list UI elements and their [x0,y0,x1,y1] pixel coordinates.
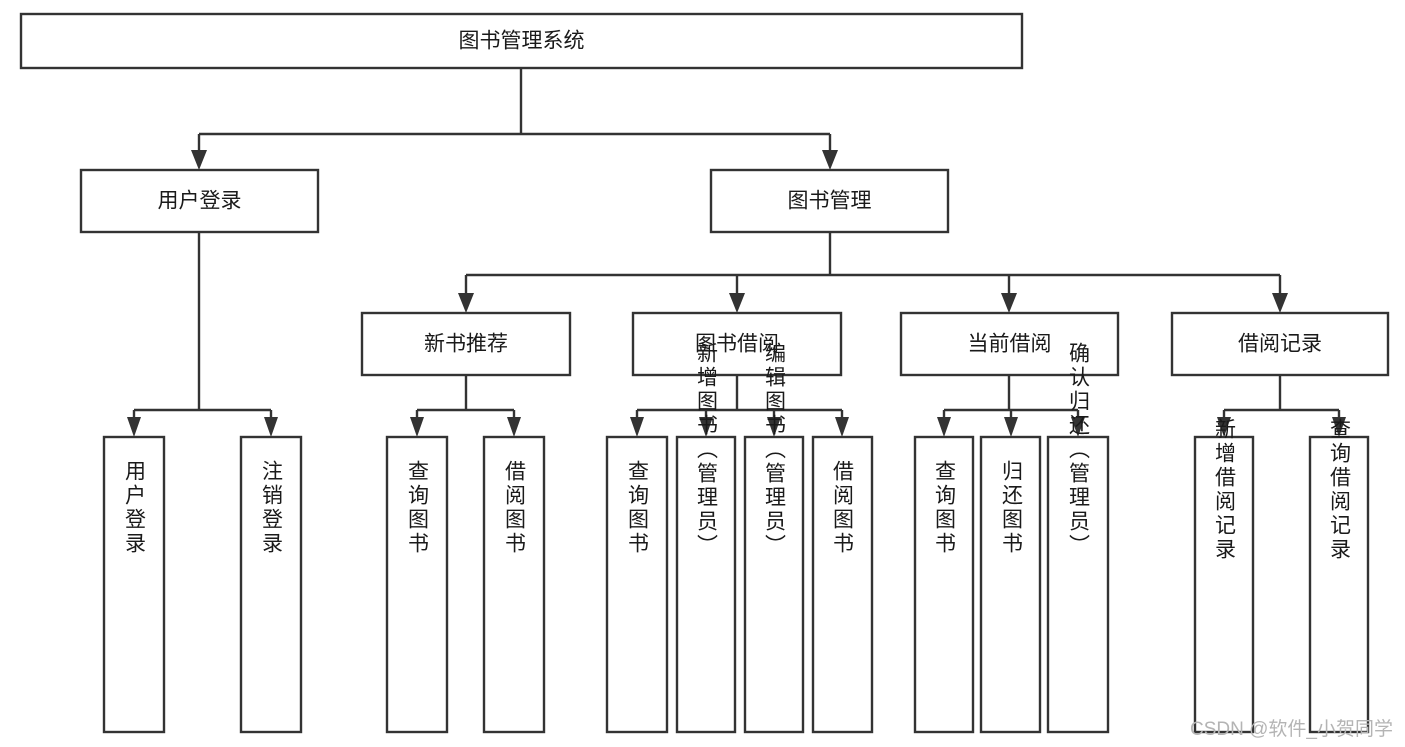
node-leaf-query-record-label: 查询借阅记录 [1328,418,1352,562]
node-leaf-return-book-label: 归还图书 [1000,460,1024,556]
node-new-book-rec-label: 新书推荐 [424,333,508,356]
node-leaf-query-book-2-rect[interactable] [605,435,669,734]
arrow-head-leaf-query-book-3 [937,417,951,437]
edge-group-new-book-rec [410,375,521,437]
node-new-book-rec[interactable]: 新书推荐 [360,311,572,377]
node-leaf-confirm-return-label: 确认归还（管理员） [1067,342,1091,558]
arrow-head-leaf-return-book [1004,417,1018,437]
node-leaf-logout-label: 注销登录 [260,460,284,556]
node-leaf-borrow-book-1-rect[interactable] [482,435,546,734]
node-leaf-borrow-book-1[interactable]: 借阅图书 [482,435,546,734]
arrow-head-leaf-add-record [1217,417,1231,437]
node-user-login-label: 用户登录 [158,190,242,213]
node-leaf-add-record-label: 新增借阅记录 [1213,418,1237,562]
node-book-manage-rect[interactable] [709,168,950,234]
arrow-head-leaf-confirm-return [1071,417,1085,437]
node-leaf-borrow-book-1-label: 借阅图书 [503,460,527,556]
node-leaf-query-book-3[interactable]: 查询图书 [913,435,975,734]
node-leaf-logout[interactable]: 注销登录 [239,435,303,734]
node-leaf-query-book-1[interactable]: 查询图书 [385,435,449,734]
node-leaf-logout-rect[interactable] [239,435,303,734]
edge-group-user-login [127,232,278,437]
arrow-head-book-borrow [729,293,745,313]
arrow-head-leaf-add-book [699,417,713,437]
node-leaf-return-book[interactable]: 归还图书 [979,435,1042,734]
arrow-head-leaf-borrow-book-2 [835,417,849,437]
node-book-borrow-rect[interactable] [631,311,843,377]
node-leaf-add-book-label: 新增图书（管理员） [695,342,719,558]
node-leaf-query-book-3-rect[interactable] [913,435,975,734]
node-leaf-borrow-book-2-label: 借阅图书 [831,460,855,556]
node-leaf-borrow-book-2[interactable]: 借阅图书 [811,435,874,734]
node-leaf-add-record[interactable]: 新增借阅记录 [1193,418,1255,734]
arrow-head-leaf-edit-book [767,417,781,437]
edge-group-book-manage [458,232,1288,313]
node-leaf-query-book-3-label: 查询图书 [933,460,957,556]
arrow-head-leaf-query-record [1332,417,1346,437]
edge-group-book-borrow [630,375,849,437]
node-leaf-return-book-rect[interactable] [979,435,1042,734]
node-leaf-query-book-1-rect[interactable] [385,435,449,734]
arrow-head-book-manage [822,150,838,170]
node-book-borrow[interactable]: 图书借阅 [631,311,843,377]
node-root-label: 图书管理系统 [459,30,585,53]
node-leaf-add-book-rect[interactable] [675,435,737,734]
node-current-borrow-rect[interactable] [899,311,1120,377]
node-book-borrow-label: 图书借阅 [695,333,779,356]
node-user-login[interactable]: 用户登录 [79,168,320,234]
edge-group-root [191,68,838,170]
arrow-head-new-book-rec [458,293,474,313]
node-borrow-record-rect[interactable] [1170,311,1390,377]
node-leaf-query-book-1-label: 查询图书 [406,460,430,556]
node-leaf-edit-book[interactable]: 编辑图书（管理员） [743,342,805,734]
node-leaf-add-book[interactable]: 新增图书（管理员） [675,342,737,734]
edge-group-borrow-record [1217,375,1346,437]
node-root-rect[interactable] [19,12,1024,70]
node-leaf-borrow-book-2-rect[interactable] [811,435,874,734]
node-leaf-edit-book-rect[interactable] [743,435,805,734]
node-leaf-query-book-2-label: 查询图书 [626,460,650,556]
arrow-head-user-login [191,150,207,170]
node-borrow-record[interactable]: 借阅记录 [1170,311,1390,377]
node-user-login-rect[interactable] [79,168,320,234]
arrow-head-leaf-user-login [127,417,141,437]
node-current-borrow[interactable]: 当前借阅 [899,311,1120,377]
node-leaf-add-record-rect[interactable] [1193,435,1255,734]
node-new-book-rec-rect[interactable] [360,311,572,377]
node-leaf-user-login-rect[interactable] [102,435,166,734]
arrow-head-leaf-borrow-book-1 [507,417,521,437]
node-leaf-user-login-label: 用户登录 [123,460,147,556]
arrow-head-borrow-record [1272,293,1288,313]
arrow-head-current-borrow [1001,293,1017,313]
arrow-head-leaf-logout [264,417,278,437]
node-leaf-confirm-return[interactable]: 确认归还（管理员） [1046,342,1110,734]
arrow-head-leaf-query-book-1 [410,417,424,437]
node-root[interactable]: 图书管理系统 [19,12,1024,70]
node-leaf-confirm-return-rect[interactable] [1046,435,1110,734]
node-leaf-edit-book-label: 编辑图书（管理员） [763,342,787,558]
edge-group-current-borrow [937,375,1085,437]
node-borrow-record-label: 借阅记录 [1238,333,1322,356]
node-current-borrow-label: 当前借阅 [968,333,1052,356]
node-leaf-user-login[interactable]: 用户登录 [102,435,166,734]
node-leaf-query-record-rect[interactable] [1308,435,1370,734]
node-leaf-query-record[interactable]: 查询借阅记录 [1308,418,1370,734]
node-book-manage-label: 图书管理 [788,190,872,213]
node-book-manage[interactable]: 图书管理 [709,168,950,234]
arrow-head-leaf-query-book-2 [630,417,644,437]
node-leaf-query-book-2[interactable]: 查询图书 [605,435,669,734]
